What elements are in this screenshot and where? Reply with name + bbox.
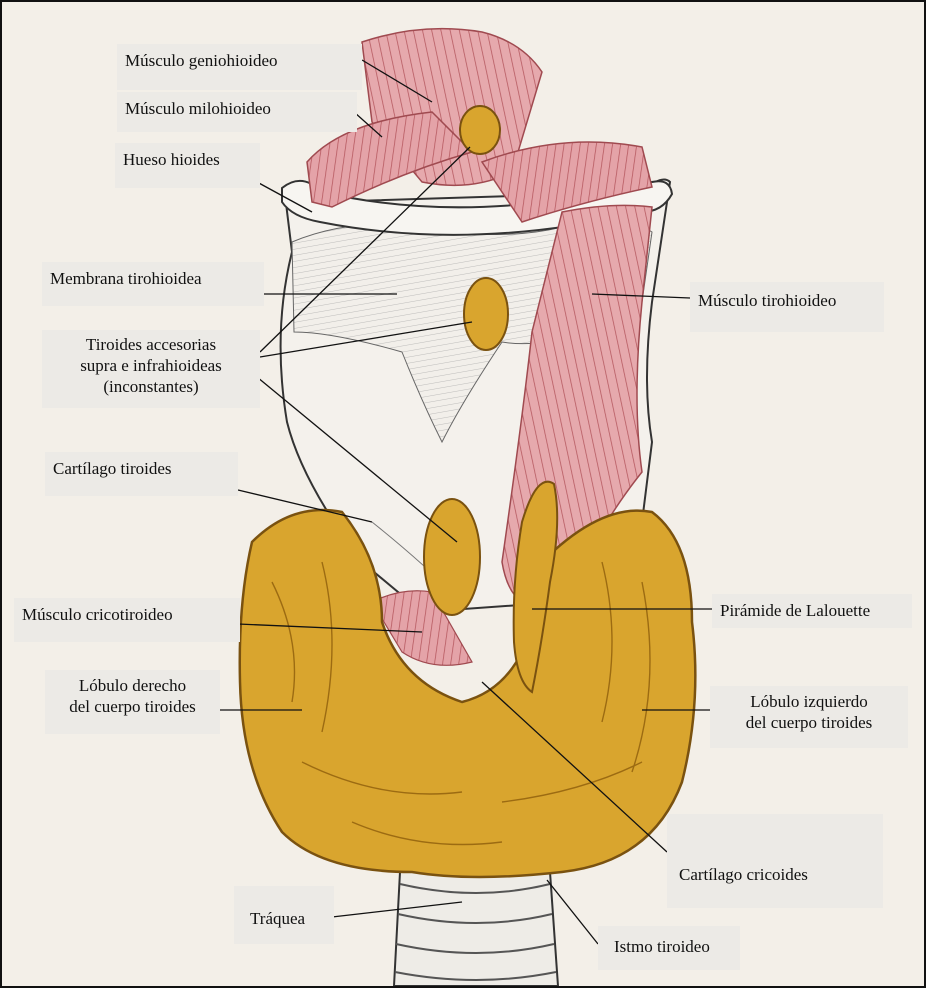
accessory-thyroid-infrahyoid [424, 499, 480, 615]
trachea [394, 872, 558, 986]
accessory-thyroid-membrane [464, 278, 508, 350]
label-lobulo-derecho: Lóbulo derecho del cuerpo tiroides [45, 670, 220, 734]
label-musculo-tirohioideo: Músculo tirohioideo [690, 282, 884, 332]
label-traquea: Tráquea [234, 886, 334, 944]
label-istmo-tiroideo: Istmo tiroideo [598, 926, 740, 970]
label-cartilago-cricoides: Cartílago cricoides [667, 814, 883, 908]
label-membrana-tirohioidea: Membrana tirohioidea [42, 262, 264, 306]
label-cartilago-tiroides: Cartílago tiroides [45, 452, 238, 496]
accessory-thyroid-suprahyoid [460, 106, 500, 154]
label-hueso-hioides: Hueso hioides [115, 143, 260, 188]
label-tiroides-accesorias: Tiroides accesorias supra e infrahioidea… [42, 330, 260, 408]
label-musculo-geniohioideo: Músculo geniohioideo [117, 44, 362, 90]
label-piramide-lalouette: Pirámide de Lalouette [712, 594, 912, 628]
label-musculo-cricotiroideo: Músculo cricotiroideo [14, 598, 240, 642]
label-musculo-milohioideo: Músculo milohioideo [117, 92, 357, 132]
label-lobulo-izquierdo: Lóbulo izquierdo del cuerpo tiroides [710, 686, 908, 748]
